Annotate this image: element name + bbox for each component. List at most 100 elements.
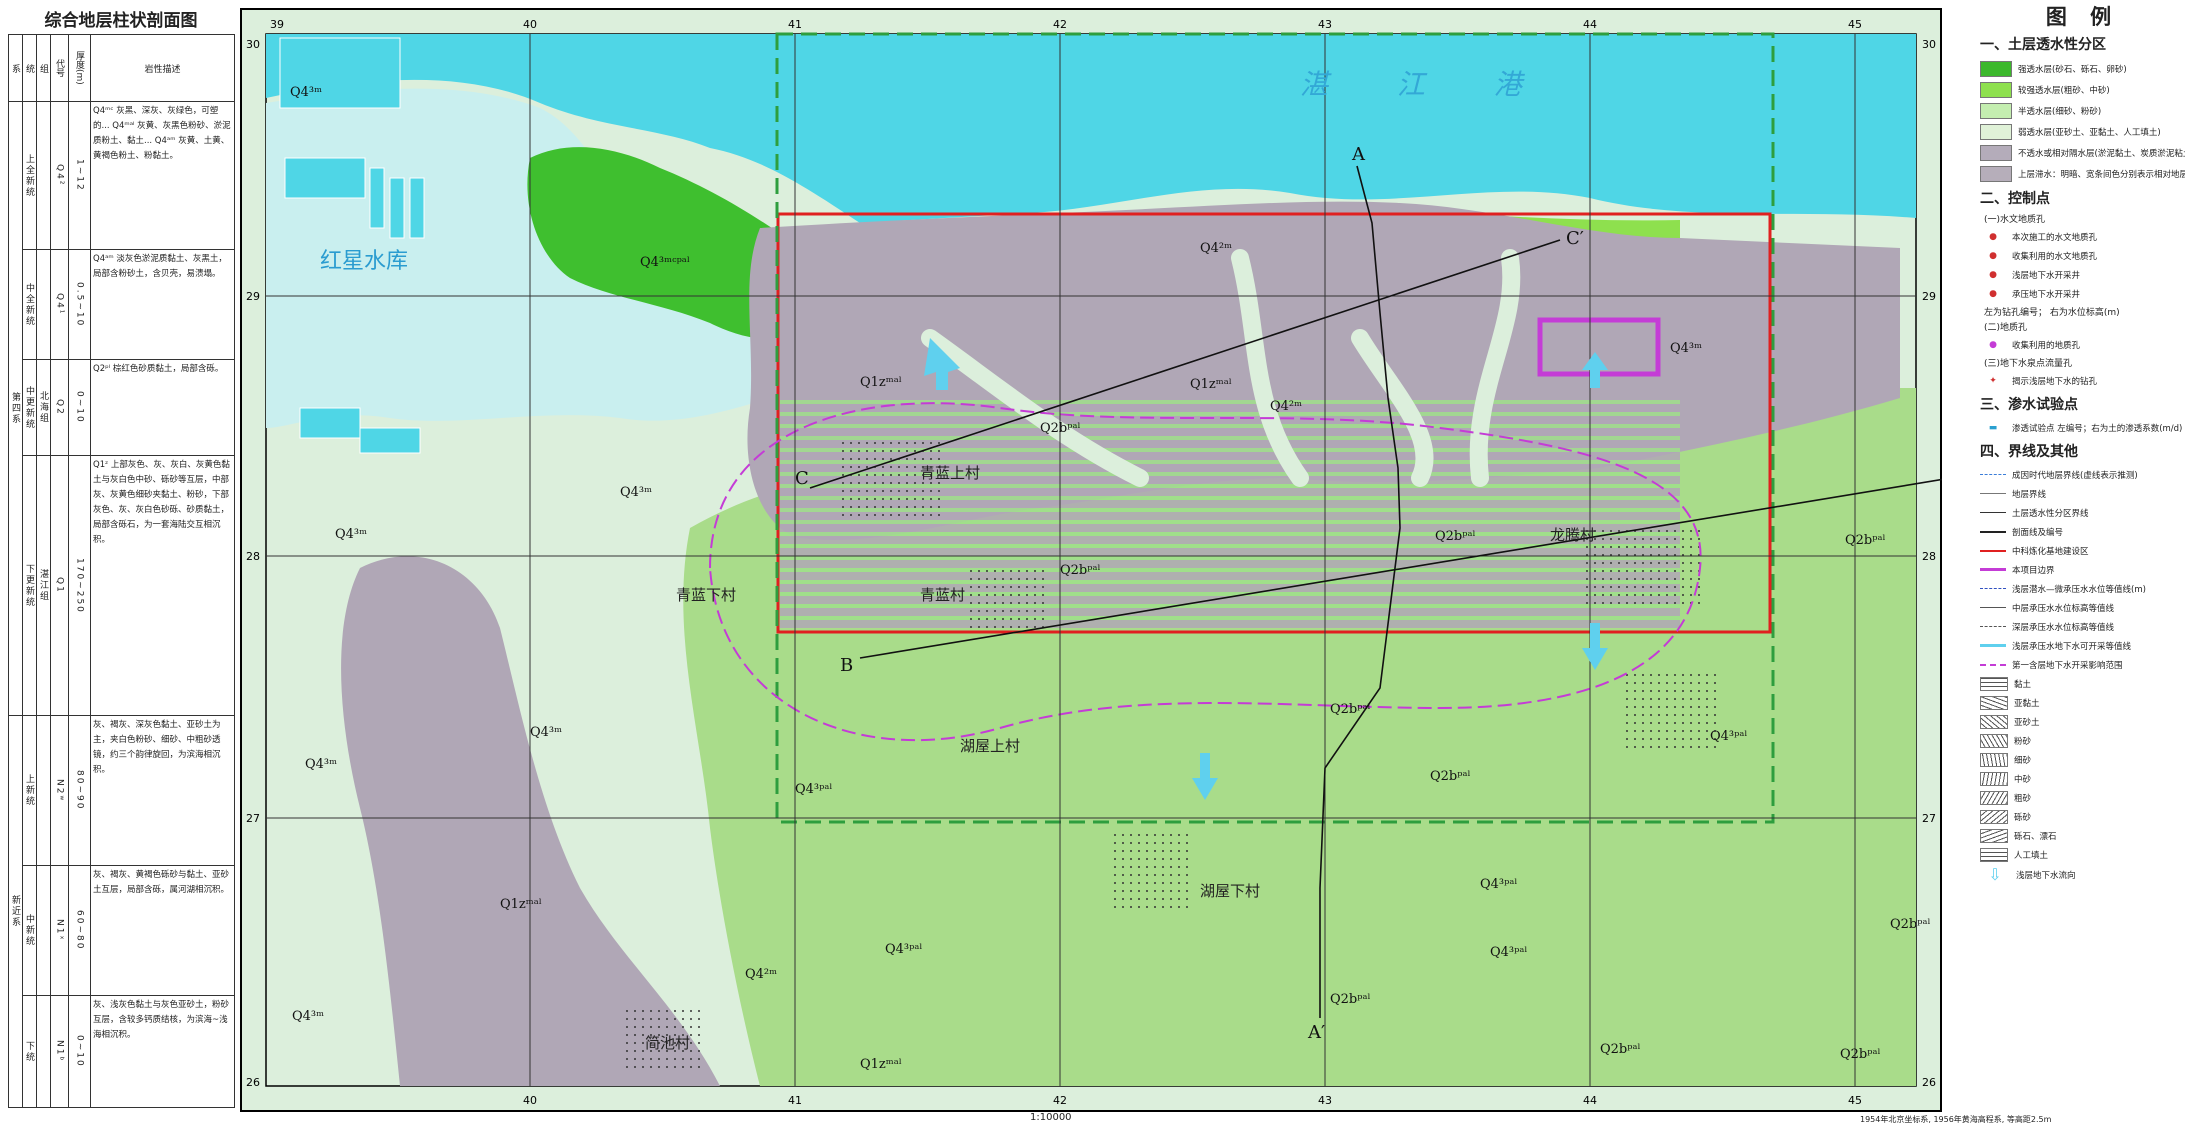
- tick-top: 39: [270, 18, 284, 31]
- legend-label: 本项目边界: [2012, 565, 2055, 576]
- legend-label: 粗砂: [2014, 793, 2032, 804]
- side-note-1: 左为钻孔编号；: [1984, 308, 2048, 318]
- series-cell: 中全新统: [22, 249, 37, 360]
- legend-row-line: 剖面线及编号: [1980, 522, 2185, 541]
- legend-row-line: 中科炼化基地建设区: [1980, 541, 2185, 560]
- unit-label: Q4³ᵐ: [335, 527, 367, 542]
- legend-row-lithology: 人工填土: [1980, 845, 2185, 864]
- thickness-cell: 0~10: [68, 359, 91, 456]
- unit-label: Q2bᵖᵃˡ: [1600, 1042, 1641, 1057]
- tick-left: 30: [246, 38, 260, 51]
- unit-label: Q4³ᵐ: [292, 1009, 324, 1024]
- table-row: 第四系 上全新统 Q4² 1~12 Q4ᵐᶜ 灰黑、深灰、灰绿色，可塑的... …: [8, 101, 235, 716]
- legend-sub-geo: (二)地质孔: [1984, 323, 2028, 333]
- unit-label: Q4²ᵐ: [745, 967, 777, 982]
- legend-row-line: 中层承压水水位标高等值线: [1980, 598, 2185, 617]
- desc-cell: Q4ᵐᶜ 灰黑、深灰、灰绿色，可塑的... Q4ᵐᵃˡ 灰黄、灰黑色粉砂、淤泥质…: [90, 101, 235, 250]
- table-row: 中新统 N1ˣ 60~80 灰、褐灰、黄褐色砾砂与黏土、亚砂土互层，局部含砾，属…: [9, 865, 235, 996]
- legend-label: 收集利用的地质孔: [2012, 340, 2081, 351]
- legend-row-line: 成因时代地层界线(虚线表示推测): [1980, 465, 2185, 484]
- legend-section-seep: 三、渗水试验点: [1980, 397, 2078, 413]
- legend-label: 地层界线: [2012, 489, 2047, 500]
- table-row: 中全新统 Q4¹ 0.5~10 Q4ᵃᵐ 淡灰色淤泥质黏土、灰黑土，局部含粉砂土…: [9, 249, 235, 360]
- village-label: 青蓝下村: [676, 586, 736, 604]
- legend-row: ▬ 渗透试验点 左编号；右为土的渗透系数(m/d): [1980, 418, 2185, 437]
- village-label: 龙腾村: [1550, 526, 1595, 544]
- legend-symbol-icon: ▬: [1988, 422, 1998, 433]
- legend-row-permeability: 半透水层(细砂、粉砂): [1980, 100, 2185, 121]
- legend-section-control: 二、控制点: [1980, 191, 2050, 207]
- tick-left: 27: [246, 812, 260, 825]
- code-cell: Q4¹: [50, 249, 69, 360]
- desc-cell: 灰、浅灰色黏土与灰色亚砂土，粉砂互层，含较多钙质结核，为滨海~浅海相沉积。: [90, 995, 235, 1108]
- unit-label: Q2bᵖᵃˡ: [1060, 563, 1101, 578]
- section-label: C: [795, 468, 809, 489]
- legend-label: 中科炼化基地建设区: [2012, 546, 2089, 557]
- lithology-swatch: [1980, 847, 2008, 862]
- swatch: [1980, 60, 2012, 77]
- legend-label: 中层承压水水位标高等值线: [2012, 603, 2115, 614]
- legend-symbol-icon: ●: [1989, 269, 1997, 280]
- unit-label: Q4³ᵐ: [290, 85, 322, 100]
- line-symbol: [1980, 663, 2006, 666]
- legend-label: 亚砂土: [2014, 717, 2040, 728]
- desc-cell: 灰、褐灰、深灰色黏土、亚砂土为主，夹白色粉砂、细砂、中粗砂透镜，约三个韵律旋回，…: [90, 715, 235, 866]
- lithology-list: 黏土亚黏土亚砂土粉砂细砂中砂粗砂砾砂砾石、漂石人工填土: [1980, 674, 2185, 864]
- tick-top: 42: [1053, 18, 1067, 31]
- section-label: A′: [1307, 1022, 1325, 1043]
- legend-label: 渗透试验点 左编号；右为土的渗透系数(m/d): [2012, 423, 2183, 434]
- legend-row-lithology: 亚黏土: [1980, 693, 2185, 712]
- line-symbol: [1980, 549, 2006, 552]
- unit-label: Q2bᵖᵃˡ: [1845, 533, 1886, 548]
- unit-label: Q4³ᵖᵃˡ: [885, 942, 923, 957]
- flow-arrow: [924, 338, 960, 390]
- unit-label: Q4³ᵐ: [1670, 341, 1702, 356]
- geo-point-list: ●收集利用的地质孔: [1980, 335, 2185, 354]
- formation-cell: [36, 715, 51, 866]
- code-cell: N1ˣ: [50, 865, 69, 996]
- table-row: 下更新统 湛江组 Q1 170~250 Q1ᶻ 上部灰色、灰、灰白、灰黄色黏土与…: [9, 455, 235, 716]
- tick-right: 30: [1922, 38, 1936, 51]
- strong-aquifer-area: [527, 147, 810, 340]
- legend-row-lithology: 黏土: [1980, 674, 2185, 693]
- hydrogeology-map[interactable]: 40 41 42 43 44 45 39 40 41 42 43 44 45 3…: [240, 8, 1942, 1112]
- lithology-swatch: [1980, 790, 2008, 805]
- dashed-boundary: [775, 32, 1775, 824]
- section-label: A: [1351, 144, 1366, 165]
- tick-top: 40: [523, 18, 537, 31]
- series-cell: 下统: [22, 995, 37, 1108]
- column-table: 系 统 组 代号 厚度(m) 岩性描述 第四系 上全新统 Q4² 1~12 Q4…: [8, 34, 235, 1108]
- legend-row: ●本次施工的水文地质孔: [1980, 227, 2185, 246]
- thickness-cell: 0~10: [68, 995, 91, 1108]
- code-cell: N1ᵇ: [50, 995, 69, 1108]
- unit-label: Q2bᵖᵃˡ: [1840, 1047, 1881, 1062]
- col-header-code: 代号: [50, 34, 69, 102]
- line-symbol: [1980, 626, 2006, 627]
- map-canvas[interactable]: 40 41 42 43 44 45 39 40 41 42 43 44 45 3…: [240, 8, 1942, 1112]
- legend-row-line: 第一含层地下水开采影响范围: [1980, 655, 2185, 674]
- legend-label: 揭示浅层地下水的钻孔: [2012, 376, 2098, 387]
- legend-label: 砾石、漂石: [2014, 831, 2057, 842]
- unit-label: Q1zᵐᵃˡ: [860, 375, 902, 390]
- legend-sub-water: (一)水文地质孔: [1984, 215, 2046, 225]
- line-list: 成因时代地层界线(虚线表示推测)地层界线土层透水性分区界线剖面线及编号中科炼化基…: [1980, 465, 2185, 674]
- section-label: B: [840, 655, 853, 676]
- legend-row-lithology: 亚砂土: [1980, 712, 2185, 731]
- tick-bottom: 43: [1318, 1094, 1332, 1107]
- unit-label: Q2bᵖᵃˡ: [1890, 917, 1931, 932]
- tick-top: 43: [1318, 18, 1332, 31]
- legend-label: 中砂: [2014, 774, 2032, 785]
- legend-row-lithology: 粗砂: [1980, 788, 2185, 807]
- tick-top: 41: [788, 18, 802, 31]
- unit-labels: Q4³ᵐ Q4³ᵐ Q4³ᵐ Q4³ᵐ Q4³ᵐ Q4³ᵐ Q4³ᵐᶜᵖᵃˡ Q…: [290, 85, 1931, 1072]
- formation-cell: [36, 995, 51, 1108]
- legend-label: 剖面线及编号: [2012, 527, 2064, 538]
- fish-ponds: [279, 37, 425, 454]
- legend-row-line: 深层承压水水位标高等值线: [1980, 617, 2185, 636]
- side-note-2: 右为水位标高(m): [2049, 308, 2120, 318]
- legend-symbol-icon: ●: [1989, 288, 1997, 299]
- tick-right: 28: [1922, 550, 1936, 563]
- legend-sub-spring: (三)地下水泉点流量孔: [1984, 359, 2073, 369]
- formation-cell: [36, 249, 51, 360]
- legend-label: 粉砂: [2014, 736, 2032, 747]
